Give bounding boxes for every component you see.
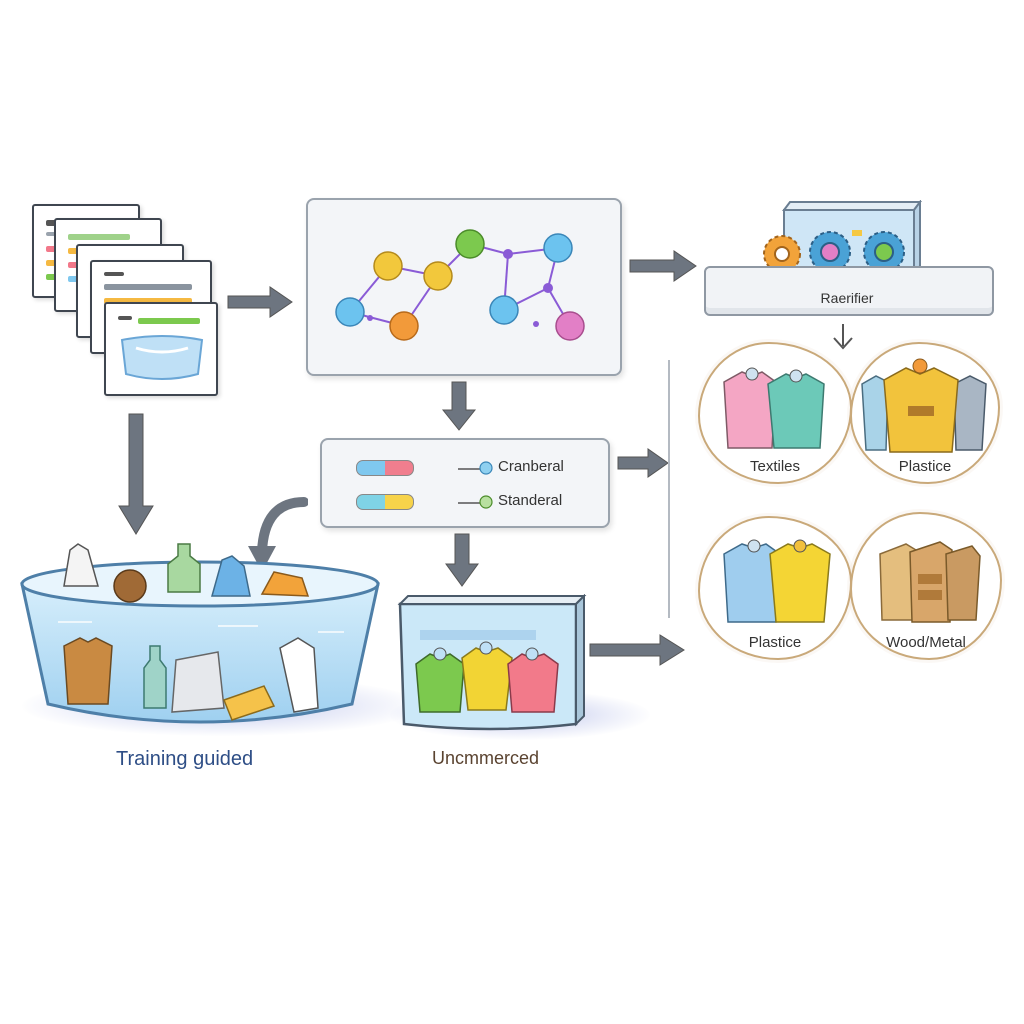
graph-node: [555, 311, 585, 341]
arrow-right-icon: [629, 250, 697, 282]
document-stack: [32, 198, 232, 398]
legend-swatch: [356, 460, 414, 476]
curved-arrow-icon: [248, 497, 308, 572]
graph-node: [489, 295, 519, 325]
legend-item: Standeral: [356, 492, 596, 512]
graph-node: [543, 233, 573, 263]
arrow-right-icon: [589, 634, 685, 666]
graph-node: [389, 311, 419, 341]
network-panel: [306, 198, 622, 376]
water-tub: [20, 543, 380, 724]
pointer-icon: [458, 461, 493, 475]
graph-node: [423, 261, 453, 291]
pointer-icon: [458, 495, 493, 509]
category-card-plastics: Plastice: [850, 342, 1000, 484]
legend-swatch: [356, 494, 414, 510]
document-page-front: [104, 302, 218, 396]
category-label: Wood/Metal: [886, 634, 966, 651]
graph-node: [335, 297, 365, 327]
graph-node: [373, 251, 403, 281]
graph-node: [455, 229, 485, 259]
garment-icon: [723, 367, 825, 449]
clothing-bin: [397, 594, 587, 731]
arrow-down-icon: [118, 413, 154, 535]
arrow-right-icon: [227, 286, 293, 318]
garment-icon: [723, 539, 831, 623]
node-graph: [335, 229, 585, 341]
bin-caption: Uncmmerced: [432, 748, 540, 768]
tub-caption: Training guided: [116, 748, 254, 770]
clothing-sketch-icon: [120, 335, 204, 380]
arrow-down-icon: [441, 381, 477, 431]
divider-line: [668, 360, 670, 618]
category-label: Plastice: [898, 458, 952, 475]
processor-base: [704, 266, 994, 316]
arrow-down-icon: [445, 533, 479, 587]
category-label: Textiles: [749, 458, 801, 475]
legend-label: Standeral: [498, 492, 563, 509]
category-card-plastics-2: Plastice: [698, 516, 852, 660]
category-label: Plastice: [748, 634, 802, 651]
legend-label: Cranberal: [498, 458, 564, 475]
category-card-wood-metal: Wood/Metal: [850, 512, 1002, 660]
arrow-down-icon: [833, 324, 853, 350]
processor-label: Raerifier: [820, 290, 874, 306]
category-card-textiles: Textiles: [698, 342, 852, 484]
processor-machine: Raerifier: [704, 200, 994, 316]
box-stack-icon: [879, 541, 981, 623]
legend-item: Cranberal: [356, 458, 596, 478]
legend-panel: Cranberal Standeral: [320, 438, 610, 528]
garment-icon: [861, 358, 987, 453]
arrow-right-icon: [617, 448, 669, 478]
